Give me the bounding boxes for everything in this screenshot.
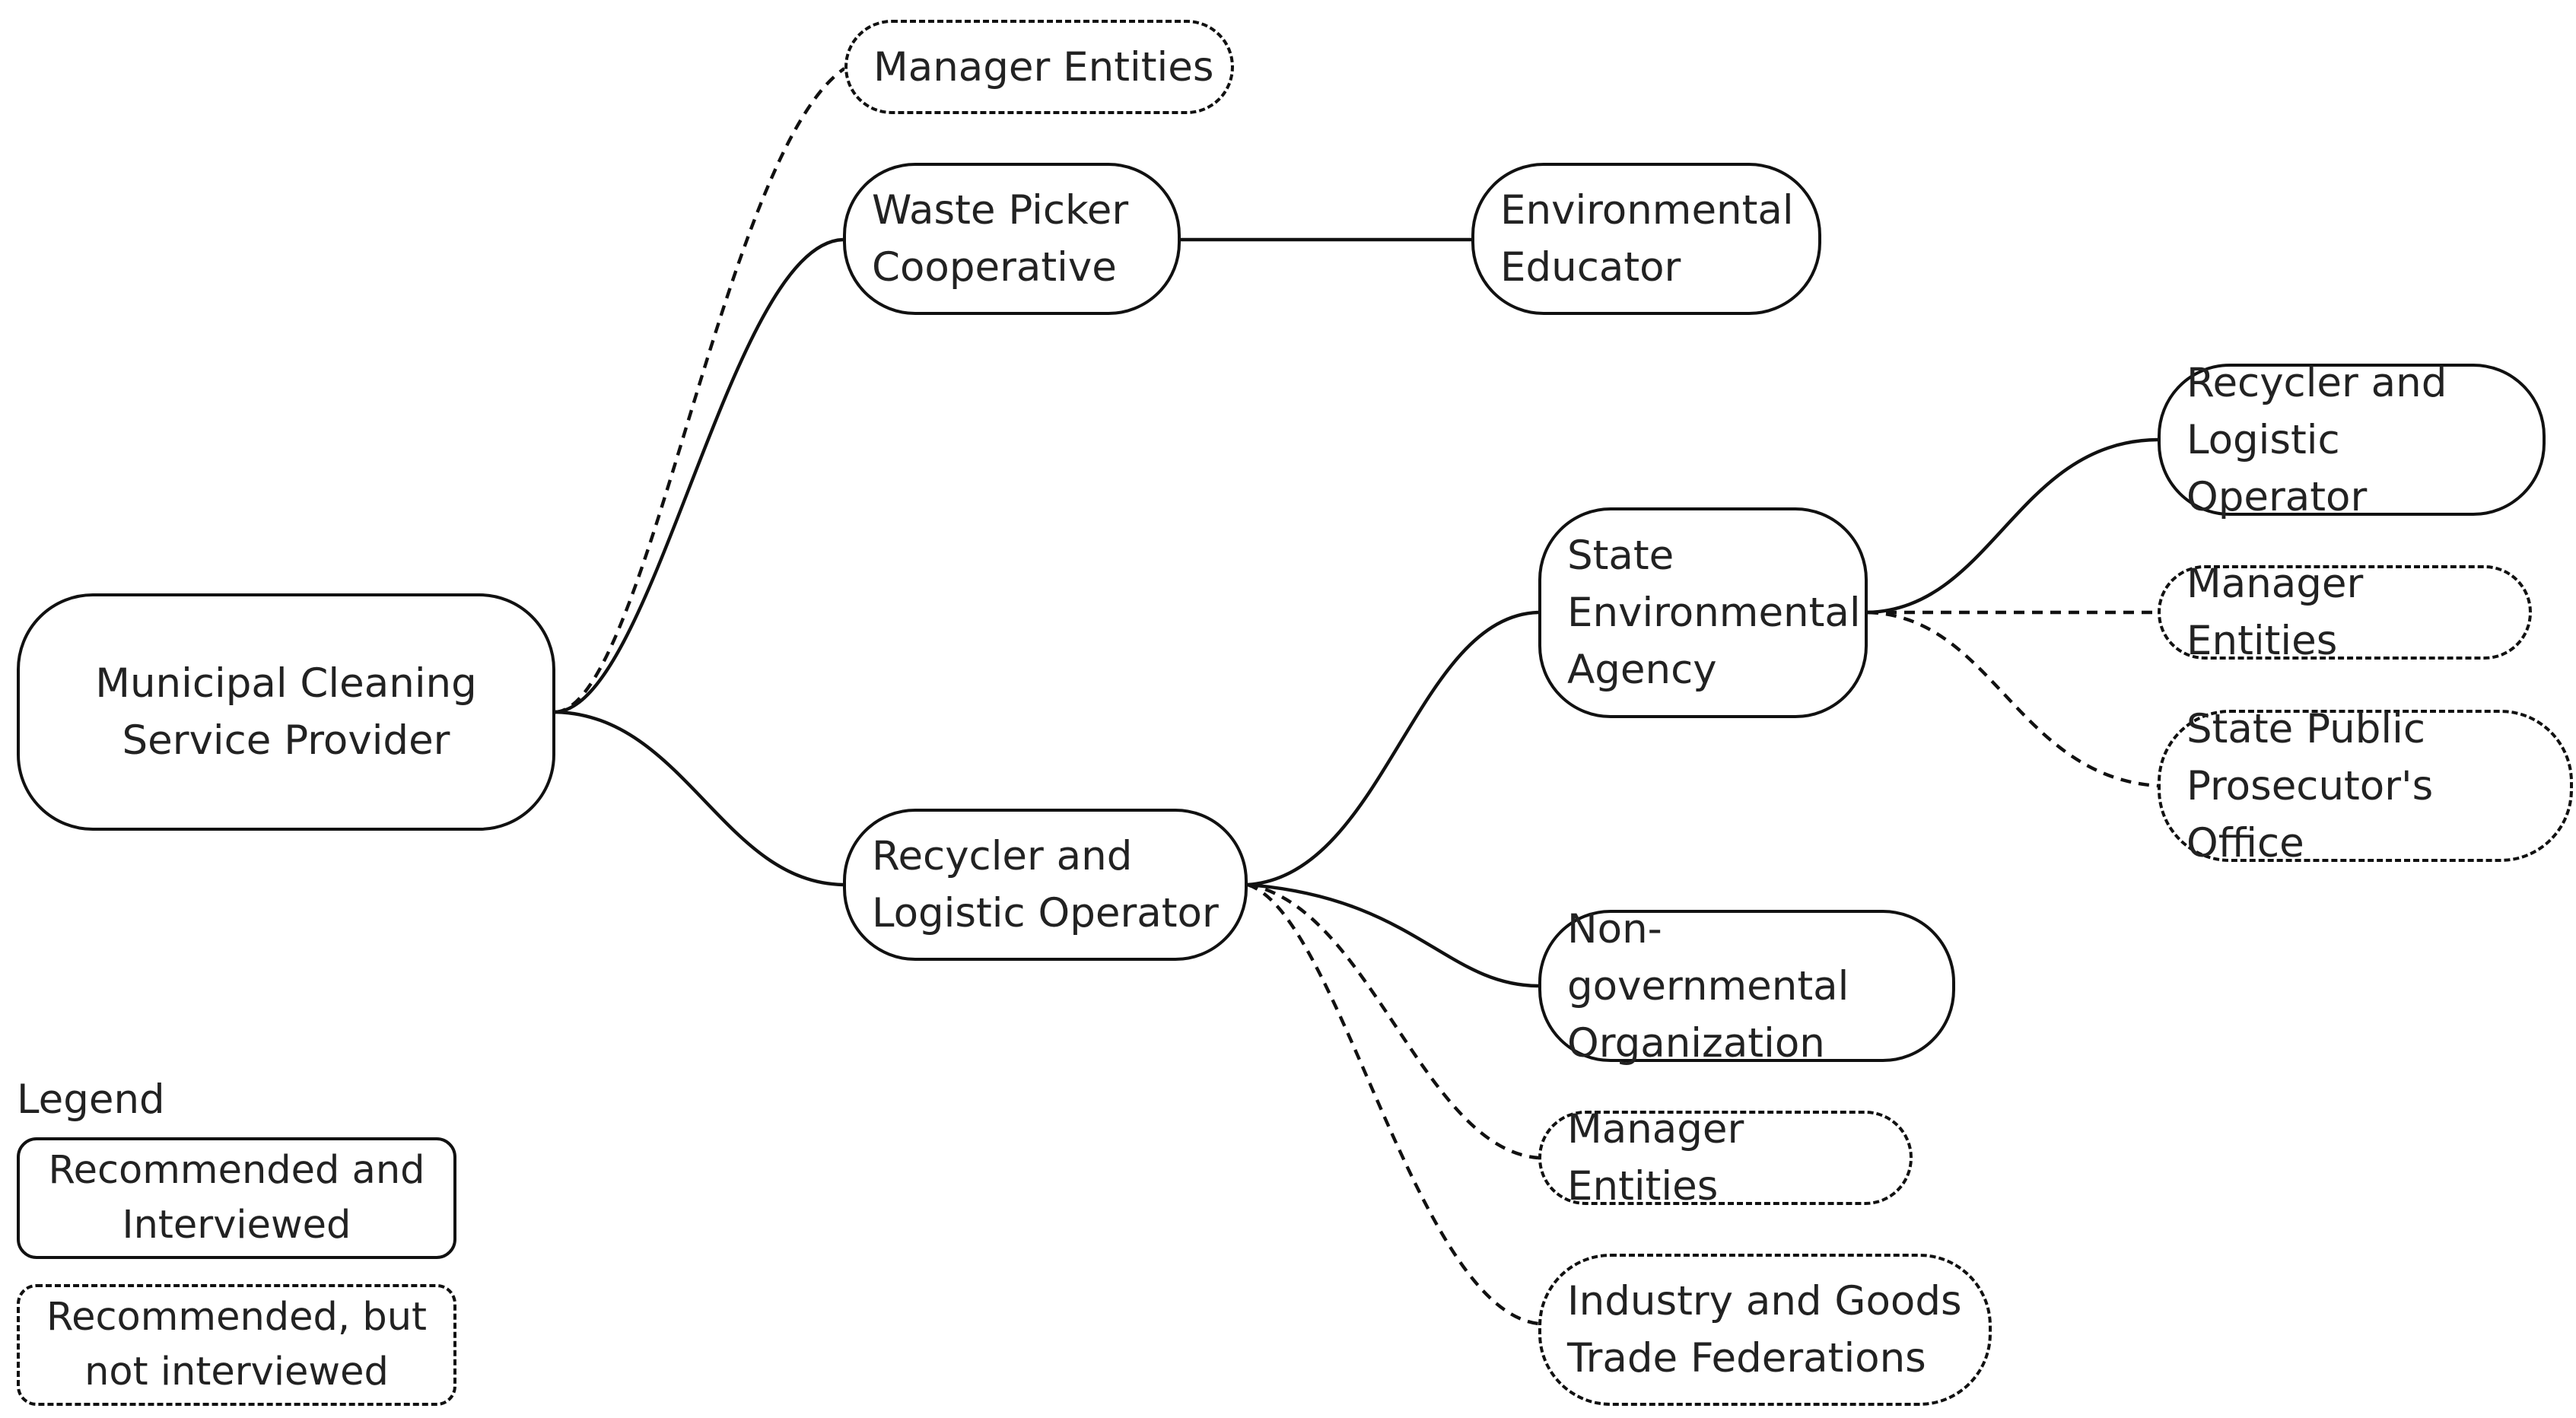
node-manager-entities-top: Manager Entities: [844, 20, 1234, 114]
edge-state-env-recycler-right: [1867, 437, 2158, 615]
node-manager-entities-right: Manager Entities: [2158, 561, 2532, 664]
node-waste-picker-cooperative: Waste Picker Cooperative: [843, 163, 1181, 315]
edge-root-recycler-mid: [555, 710, 844, 887]
edge-recycler-mid-state-env: [1247, 610, 1539, 887]
node-manager-entities-bottom: Manager Entities: [1538, 1106, 1913, 1210]
edge-recycler-mid-manager-bottom: [1247, 882, 1539, 1160]
node-non-governmental-organization: Non-governmental Organization: [1538, 906, 1955, 1067]
node-state-public-prosecutors-office: State Public Prosecutor's Office: [2158, 706, 2573, 866]
edge-recycler-mid-ngo: [1247, 882, 1539, 988]
node-recycler-logistic-operator-mid: Recycler and Logistic Operator: [843, 809, 1248, 961]
edge-recycler-mid-industry: [1247, 882, 1539, 1326]
node-municipal-cleaning-service-provider: Municipal Cleaning Service Provider: [17, 593, 555, 831]
edge-state-env-prosecutor: [1867, 610, 2158, 788]
legend-solid-item: Recommended and Interviewed: [17, 1137, 456, 1259]
edge-root-waste-picker: [555, 237, 844, 714]
edge-root-manager-top: [555, 67, 846, 714]
legend-dashed-item: Recommended, but not interviewed: [17, 1284, 456, 1406]
node-state-environmental-agency: State Environmental Agency: [1538, 507, 1868, 718]
legend-title: Legend: [17, 1076, 165, 1123]
node-environmental-educator: Environmental Educator: [1471, 163, 1821, 315]
node-recycler-logistic-operator-right: Recycler and Logistic Operator: [2158, 360, 2546, 520]
node-industry-goods-trade-federations: Industry and Goods Trade Federations: [1538, 1254, 1992, 1406]
